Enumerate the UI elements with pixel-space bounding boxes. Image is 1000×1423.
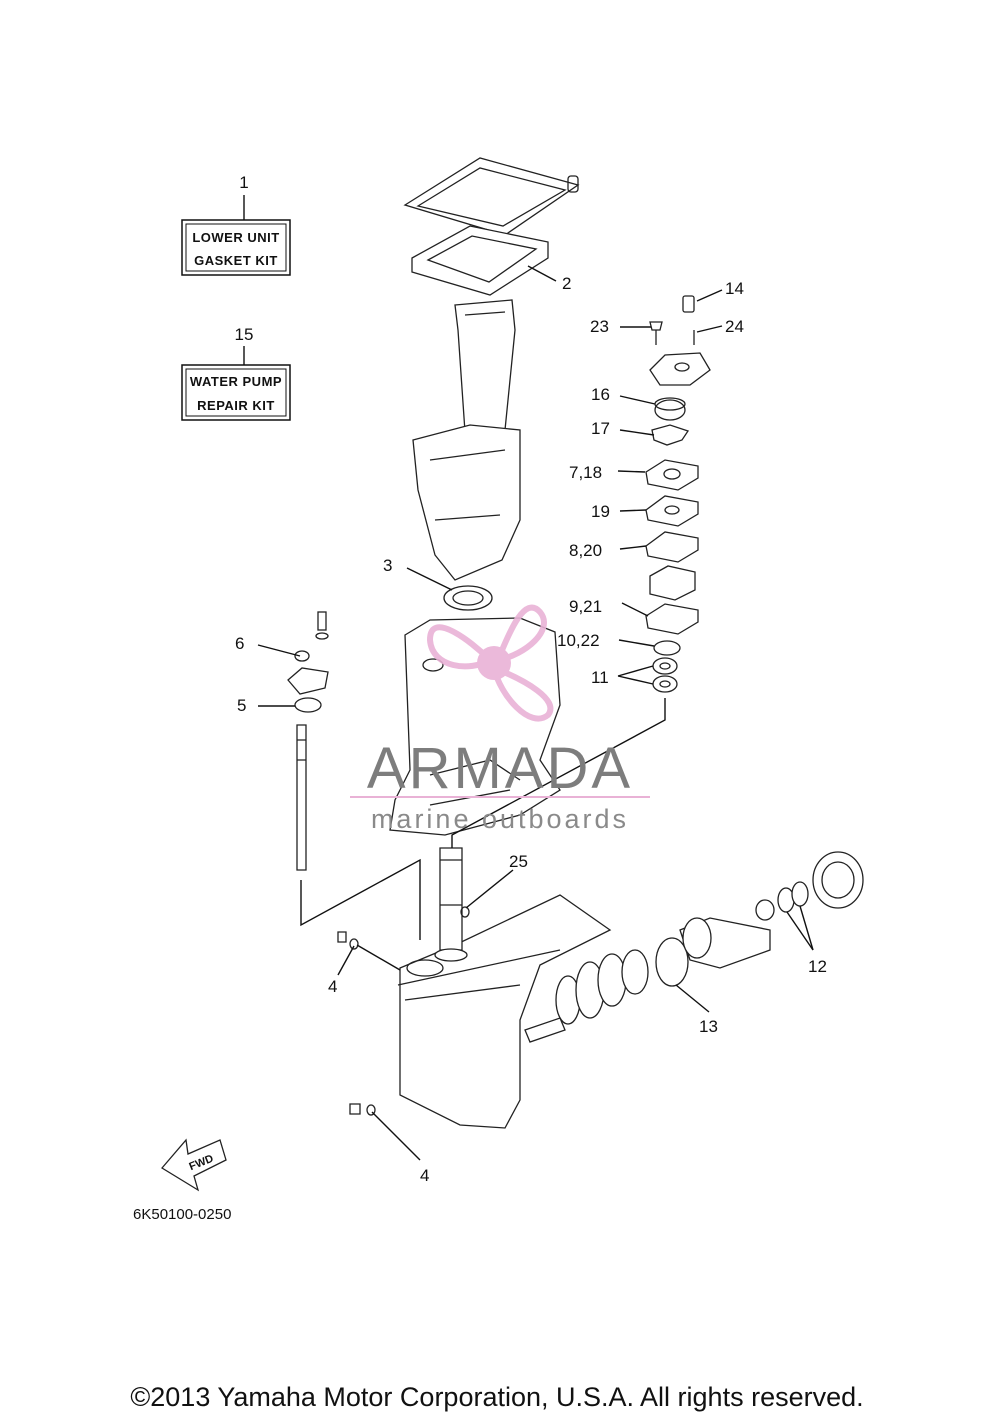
- callout-16: 16: [591, 385, 610, 404]
- callout-labels: 2 3 6 5 4 4 25 14 23 24 16 17 7,18 19 8,…: [235, 274, 827, 1185]
- prop-shaft-parts: [524, 851, 864, 1043]
- callout-7-18: 7,18: [569, 463, 602, 482]
- callout-4a: 4: [328, 977, 337, 996]
- callout-8-20: 8,20: [569, 541, 602, 560]
- diagram-code: 6K50100-0250: [133, 1206, 231, 1223]
- rod-holder: [287, 611, 329, 713]
- gasket-kit-line1: LOWER UNIT: [192, 230, 279, 245]
- callout-4b: 4: [420, 1166, 429, 1185]
- leader-lines: [257, 265, 814, 1161]
- shift-rod-link-line: [300, 858, 421, 940]
- callout-19: 19: [591, 502, 610, 521]
- callout-1: 1: [239, 173, 248, 192]
- water-pump-parts: [645, 295, 711, 693]
- propeller-logo-icon: [426, 604, 554, 722]
- gear-case: [397, 847, 612, 1129]
- callout-13: 13: [699, 1017, 718, 1036]
- fwd-arrow-icon: FWD: [161, 1138, 227, 1192]
- copyright-notice: ©2013 Yamaha Motor Corporation, U.S.A. A…: [130, 1382, 863, 1412]
- pump-kit-box: 15 WATER PUMP REPAIR KIT: [181, 325, 291, 421]
- lower-casing: [389, 617, 561, 836]
- callout-24: 24: [725, 317, 744, 336]
- pump-kit-line1: WATER PUMP: [190, 374, 282, 389]
- callout-14: 14: [725, 279, 744, 298]
- callout-10-22: 10,22: [557, 631, 600, 650]
- callout-6: 6: [235, 634, 244, 653]
- callout-11: 11: [591, 668, 609, 687]
- seal-3: [443, 585, 493, 611]
- armada-watermark: ARMADA marine outboards: [350, 604, 650, 834]
- callout-12: 12: [808, 957, 827, 976]
- callout-5: 5: [237, 696, 246, 715]
- upper-casing: [403, 157, 580, 581]
- callout-2: 2: [562, 274, 571, 293]
- callout-25: 25: [509, 852, 528, 871]
- watermark-subtitle: marine outboards: [371, 804, 629, 834]
- watermark-title: ARMADA: [367, 736, 633, 801]
- callout-3: 3: [383, 556, 392, 575]
- drain-screws: [337, 906, 470, 1116]
- callout-17: 17: [591, 419, 610, 438]
- shift-rod: [296, 724, 307, 871]
- bearing-link-line: [451, 698, 666, 848]
- gasket-kit-line2: GASKET KIT: [194, 253, 278, 268]
- callout-9-21: 9,21: [569, 597, 602, 616]
- gasket-kit-box: 1 LOWER UNIT GASKET KIT: [181, 173, 291, 276]
- pump-kit-line2: REPAIR KIT: [197, 398, 275, 413]
- callout-15: 15: [235, 325, 254, 344]
- callout-23: 23: [590, 317, 609, 336]
